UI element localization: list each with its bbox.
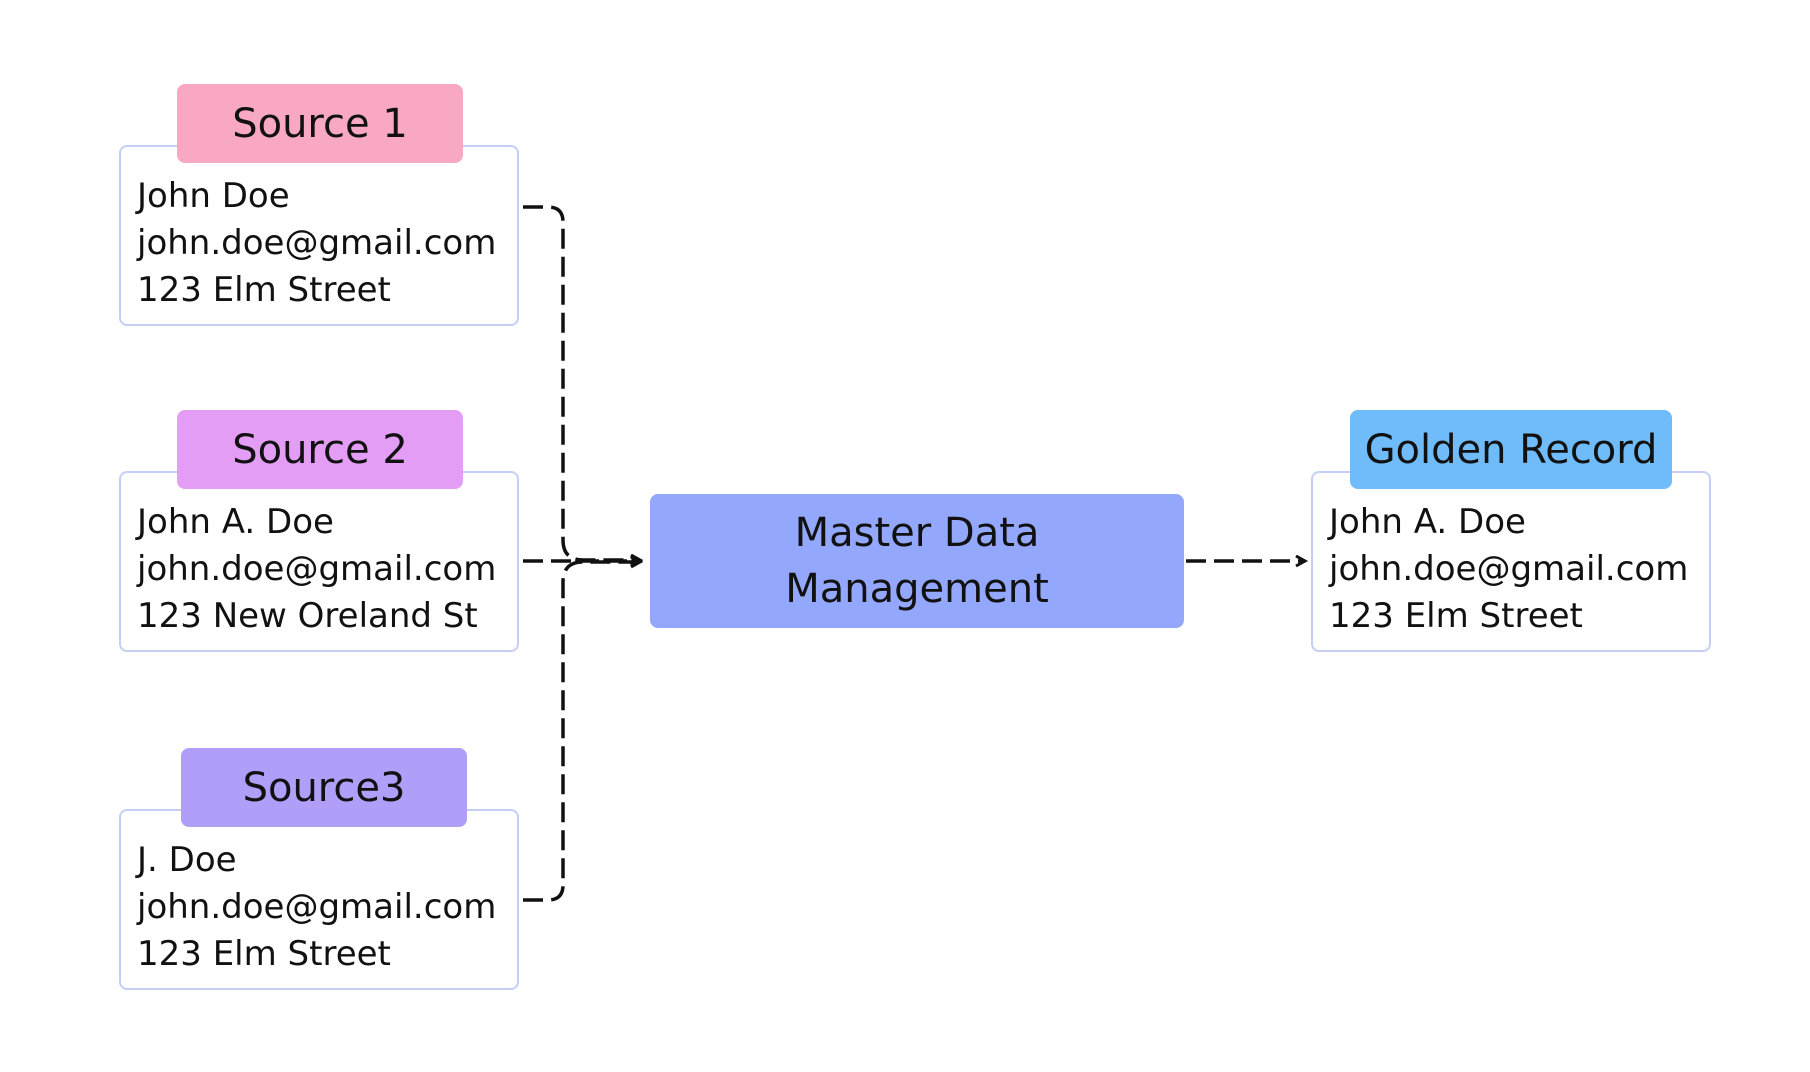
golden-record-email: john.doe@gmail.com <box>1329 549 1689 589</box>
golden-record-tag: Golden Record <box>1350 410 1672 489</box>
golden-record-card: John A. Doe john.doe@gmail.com 123 Elm S… <box>1311 471 1711 652</box>
source-1-tag: Source 1 <box>177 84 463 163</box>
source-2-name: John A. Doe <box>137 502 334 542</box>
source-1-name: John Doe <box>137 176 290 216</box>
source-1-details: John Doe john.doe@gmail.com 123 Elm Stre… <box>137 173 507 314</box>
source-3-tag: Source3 <box>181 748 467 827</box>
source-3-email: john.doe@gmail.com <box>137 887 497 927</box>
source-3-name: J. Doe <box>137 840 237 880</box>
source-2-address: 123 New Oreland St <box>137 596 478 636</box>
source-3-card: J. Doe john.doe@gmail.com 123 Elm Street <box>119 809 519 990</box>
source-2-tag: Source 2 <box>177 410 463 489</box>
source-1-card: John Doe john.doe@gmail.com 123 Elm Stre… <box>119 145 519 326</box>
golden-record-address: 123 Elm Street <box>1329 596 1583 636</box>
golden-record-name: John A. Doe <box>1329 502 1526 542</box>
source-2-email: john.doe@gmail.com <box>137 549 497 589</box>
connector-source3 <box>523 562 640 902</box>
connector-source1 <box>523 205 640 560</box>
source-2-card: John A. Doe john.doe@gmail.com 123 New O… <box>119 471 519 652</box>
source-1-email: john.doe@gmail.com <box>137 223 497 263</box>
source-3-address: 123 Elm Street <box>137 934 391 974</box>
source-2-details: John A. Doe john.doe@gmail.com 123 New O… <box>137 499 507 640</box>
master-data-management-label: Master Data Management <box>785 510 1049 612</box>
source-3-details: J. Doe john.doe@gmail.com 123 Elm Street <box>137 837 507 978</box>
master-data-management-box: Master Data Management <box>650 494 1184 628</box>
golden-record-details: John A. Doe john.doe@gmail.com 123 Elm S… <box>1329 499 1699 640</box>
source-1-address: 123 Elm Street <box>137 270 391 310</box>
